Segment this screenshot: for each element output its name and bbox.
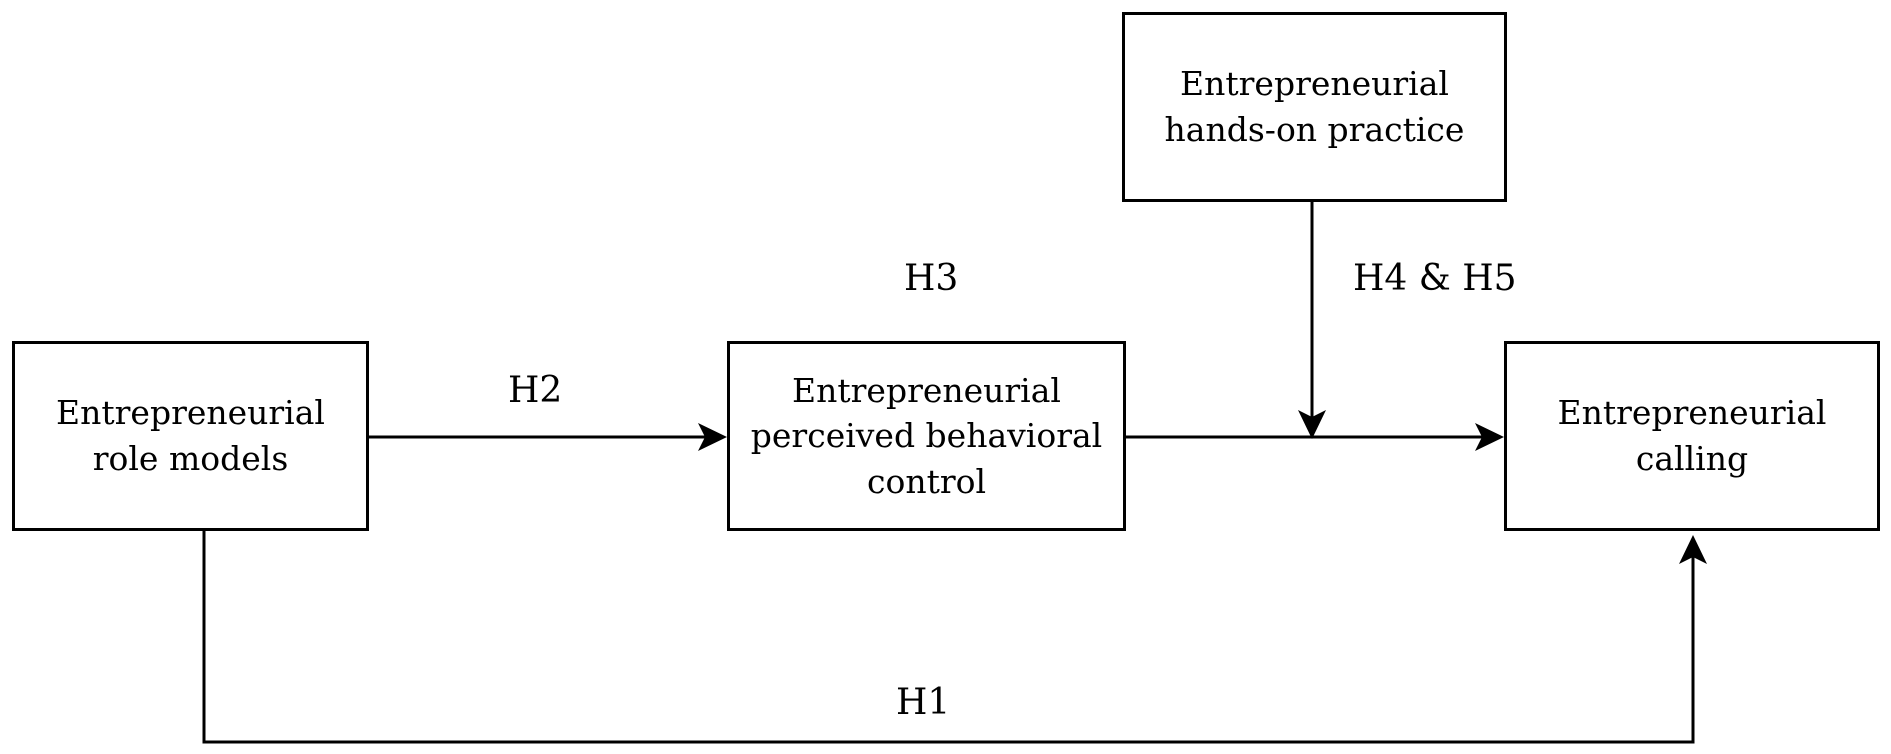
arrow-h1 <box>202 531 1695 744</box>
arrowhead-h1 <box>1679 535 1707 564</box>
edge-label-h3: H3 <box>904 258 959 299</box>
arrowhead-calling <box>1475 423 1504 451</box>
node-calling: Entrepreneurial calling <box>1504 341 1880 531</box>
edge-label-h4-h5: H4 & H5 <box>1353 258 1517 299</box>
node-perceived-control-label: Entrepreneurial perceived behavioral con… <box>750 370 1103 501</box>
node-perceived-control: Entrepreneurial perceived behavioral con… <box>727 341 1126 531</box>
arrowhead-h4-h5 <box>1298 410 1326 439</box>
edge-label-h1: H1 <box>896 682 951 723</box>
edge-label-h2: H2 <box>508 370 563 411</box>
node-role-models-label: Entrepreneurial role models <box>56 393 325 478</box>
arrowhead-h2 <box>698 423 727 451</box>
node-role-models: Entrepreneurial role models <box>12 341 369 531</box>
node-hands-on-practice-label: Entrepreneurial hands-on practice <box>1164 64 1465 149</box>
node-calling-label: Entrepreneurial calling <box>1557 393 1827 478</box>
node-hands-on-practice: Entrepreneurial hands-on practice <box>1122 12 1507 202</box>
